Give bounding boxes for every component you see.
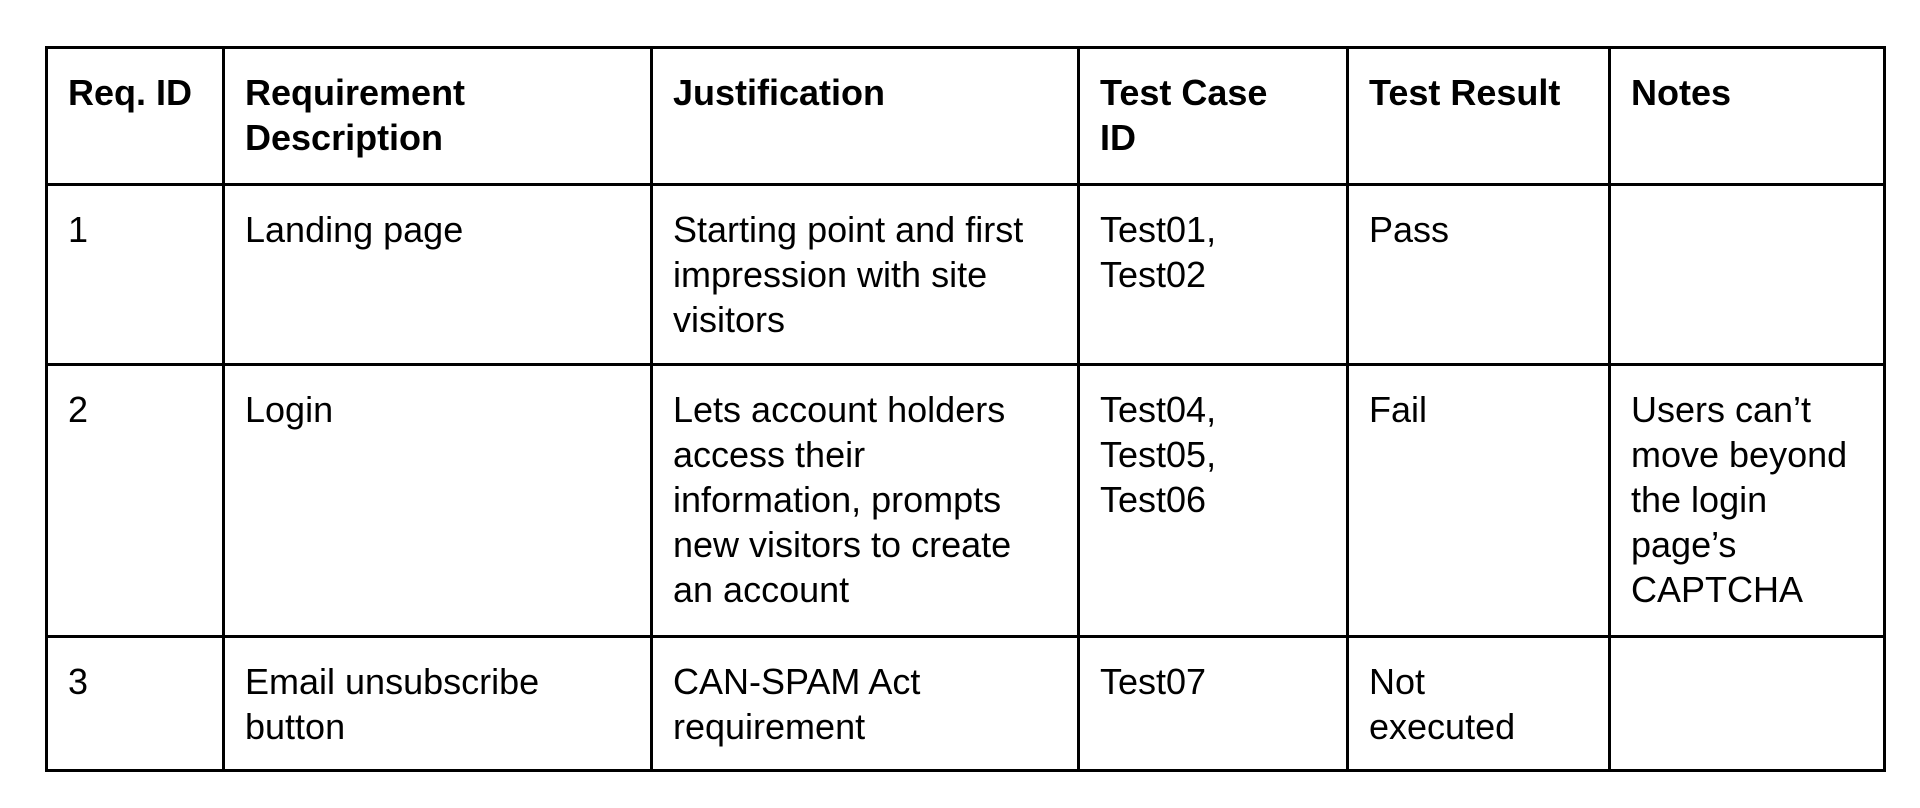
cell-justification: Lets account holders access their inform… (650, 363, 1080, 638)
cell-req-id: 2 (45, 363, 225, 638)
cell-description: Email unsubscribe button (222, 635, 653, 772)
cell-description: Landing page (222, 183, 653, 366)
cell-justification: Starting point and first impression with… (650, 183, 1080, 366)
header-row: Req. ID Requirement Description Justific… (45, 46, 1886, 186)
column-header-test-result: Test Result (1346, 46, 1611, 186)
cell-test-case-id: Test01, Test02 (1077, 183, 1349, 366)
column-header-test-case-id: Test Case ID (1077, 46, 1349, 186)
cell-req-id: 1 (45, 183, 225, 366)
cell-justification: CAN-SPAM Act requirement (650, 635, 1080, 772)
cell-test-result: Fail (1346, 363, 1611, 638)
column-header-justification: Justification (650, 46, 1080, 186)
requirements-traceability-table: Req. ID Requirement Description Justific… (45, 46, 1886, 772)
column-header-notes: Notes (1608, 46, 1886, 186)
cell-description: Login (222, 363, 653, 638)
cell-test-result: Not executed (1346, 635, 1611, 772)
cell-test-case-id: Test07 (1077, 635, 1349, 772)
table-row: 1 Landing page Starting point and first … (45, 183, 1886, 366)
cell-test-result: Pass (1346, 183, 1611, 366)
column-header-req-id: Req. ID (45, 46, 225, 186)
column-header-description: Requirement Description (222, 46, 653, 186)
cell-notes: Users can’t move beyond the login page’s… (1608, 363, 1886, 638)
cell-notes (1608, 183, 1886, 366)
cell-test-case-id: Test04, Test05, Test06 (1077, 363, 1349, 638)
table-row: 3 Email unsubscribe button CAN-SPAM Act … (45, 635, 1886, 772)
table-row: 2 Login Lets account holders access thei… (45, 363, 1886, 638)
cell-notes (1608, 635, 1886, 772)
cell-req-id: 3 (45, 635, 225, 772)
